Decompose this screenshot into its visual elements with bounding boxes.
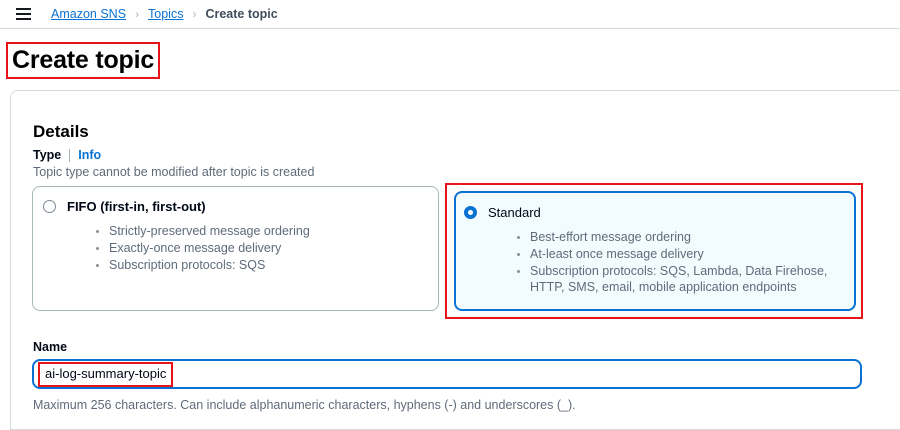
hamburger-bar	[15, 13, 31, 15]
fifo-feature-list: Strictly-preserved message ordering Exac…	[91, 223, 421, 274]
breadcrumb-separator-icon: ›	[135, 7, 140, 21]
details-heading: Details	[33, 122, 89, 142]
breadcrumb-separator-icon: ›	[192, 7, 197, 21]
details-panel: Details Type Info Topic type cannot be m…	[10, 90, 900, 430]
list-item: Exactly-once message delivery	[109, 240, 421, 256]
type-label: Type	[33, 148, 62, 162]
standard-option-header: Standard	[464, 205, 541, 220]
breadcrumb-item-create-topic: Create topic	[205, 7, 278, 21]
type-option-fifo[interactable]: FIFO (first-in, first-out) Strictly-pres…	[32, 186, 439, 311]
standard-feature-list: Best-effort message ordering At-least on…	[512, 229, 842, 296]
name-help-text: Maximum 256 characters. Can include alph…	[33, 398, 576, 412]
type-label-row: Type Info	[33, 148, 101, 162]
type-info-link[interactable]: Info	[78, 148, 102, 162]
radio-button-fifo[interactable]	[43, 200, 56, 213]
name-label: Name	[33, 340, 68, 354]
label-divider	[69, 148, 71, 162]
standard-option-title: Standard	[488, 205, 541, 220]
list-item: At-least once message delivery	[530, 246, 842, 262]
type-description: Topic type cannot be modified after topi…	[33, 165, 315, 179]
fifo-option-header: FIFO (first-in, first-out)	[43, 199, 206, 214]
radio-button-standard[interactable]	[464, 206, 477, 219]
page-title-highlight-box: Create topic	[6, 42, 161, 79]
fifo-option-title: FIFO (first-in, first-out)	[67, 199, 206, 214]
breadcrumb-item-amazon-sns[interactable]: Amazon SNS	[51, 7, 127, 21]
standard-option-highlight-box	[445, 183, 863, 319]
breadcrumb: Amazon SNS › Topics › Create topic	[51, 7, 278, 21]
list-item: Subscription protocols: SQS, Lambda, Dat…	[530, 263, 842, 295]
name-value-highlight-box: ai-log-summary-topic	[38, 361, 174, 387]
list-item: Strictly-preserved message ordering	[109, 223, 421, 239]
page-title: Create topic	[12, 46, 155, 74]
hamburger-bar	[15, 8, 31, 10]
type-option-standard[interactable]: Standard Best-effort message ordering At…	[454, 191, 856, 311]
top-navigation-bar: Amazon SNS › Topics › Create topic	[0, 0, 900, 29]
name-input-value: ai-log-summary-topic	[45, 365, 167, 381]
hamburger-menu-icon[interactable]	[8, 0, 38, 29]
list-item: Subscription protocols: SQS	[109, 257, 421, 273]
breadcrumb-item-topics[interactable]: Topics	[148, 7, 184, 21]
list-item: Best-effort message ordering	[530, 229, 842, 245]
hamburger-bar	[15, 18, 31, 20]
name-input[interactable]: ai-log-summary-topic	[32, 359, 862, 389]
